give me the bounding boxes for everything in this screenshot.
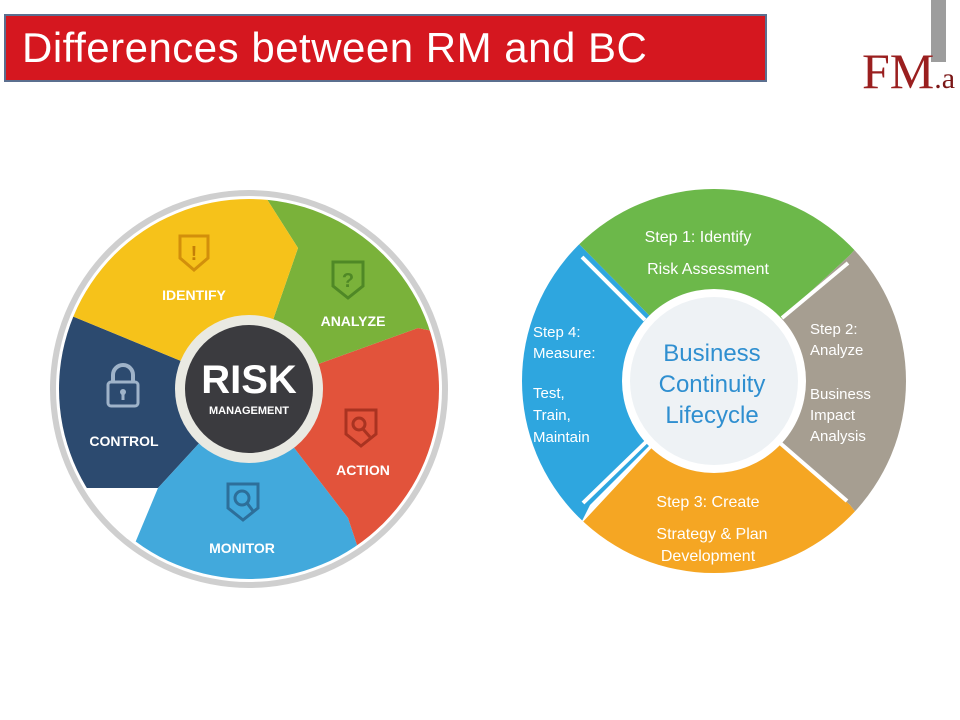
- slide-title: Differences between RM and BC: [22, 24, 648, 71]
- label-control: CONTROL: [89, 433, 159, 449]
- step1-title: Step 1: Identify: [645, 229, 752, 246]
- padlock-icon: [106, 363, 140, 408]
- business-continuity-lifecycle: Business Continuity Lifecycle Step 1: Id…: [522, 189, 906, 573]
- label-analyze: ANALYZE: [321, 313, 386, 329]
- step4-title-1: Step 4:: [533, 324, 581, 341]
- divider-3: [778, 441, 849, 503]
- label-monitor: MONITOR: [209, 540, 275, 556]
- shield-exclamation-icon: !: [178, 234, 210, 272]
- step2-sub-2: Impact: [810, 407, 856, 424]
- fm-logo: FM.a: [862, 46, 955, 96]
- shield-magnifier-icon: [226, 482, 260, 522]
- slide-title-bar: Differences between RM and BC: [4, 14, 767, 82]
- center-disc: [630, 297, 798, 465]
- logo-suffix: .a: [934, 62, 956, 95]
- step4-sub-2: Train,: [533, 407, 571, 424]
- step1-sub: Risk Assessment: [647, 261, 769, 278]
- center-business-label: Business: [663, 340, 760, 367]
- svg-text:!: !: [191, 243, 198, 265]
- shield-question-icon: ?: [331, 260, 365, 300]
- step3-sub-1: Strategy & Plan: [656, 526, 767, 543]
- logo-main: FM: [862, 43, 935, 99]
- risk-management-wheel: RISK MANAGEMENT ! IDENTIFY ? ANALYZE ACT…: [50, 190, 448, 588]
- shield-wrench-icon: [344, 408, 378, 448]
- center-risk-label: RISK: [201, 358, 297, 402]
- center-disc: [185, 325, 313, 453]
- label-identify: IDENTIFY: [162, 287, 226, 303]
- step2-sub-1: Business: [810, 386, 871, 403]
- decorative-side-bar: [931, 0, 946, 62]
- step3-title: Step 3: Create: [656, 494, 759, 511]
- divider-4: [581, 439, 649, 505]
- step3-sub-2: Development: [661, 548, 756, 565]
- divider-1: [580, 255, 647, 322]
- center-lifecycle-label: Lifecycle: [665, 402, 758, 429]
- divider-2: [780, 261, 850, 320]
- step4-sub-3: Maintain: [533, 429, 590, 446]
- step2-sub-3: Analysis: [810, 428, 866, 445]
- svg-text:?: ?: [342, 270, 354, 292]
- label-action: ACTION: [336, 462, 390, 478]
- step2-title-2: Analyze: [810, 342, 863, 359]
- step4-title-2: Measure:: [533, 345, 596, 362]
- center-continuity-label: Continuity: [659, 371, 766, 398]
- step4-sub-1: Test,: [533, 385, 565, 402]
- step2-title-1: Step 2:: [810, 321, 858, 338]
- center-management-label: MANAGEMENT: [209, 405, 289, 417]
